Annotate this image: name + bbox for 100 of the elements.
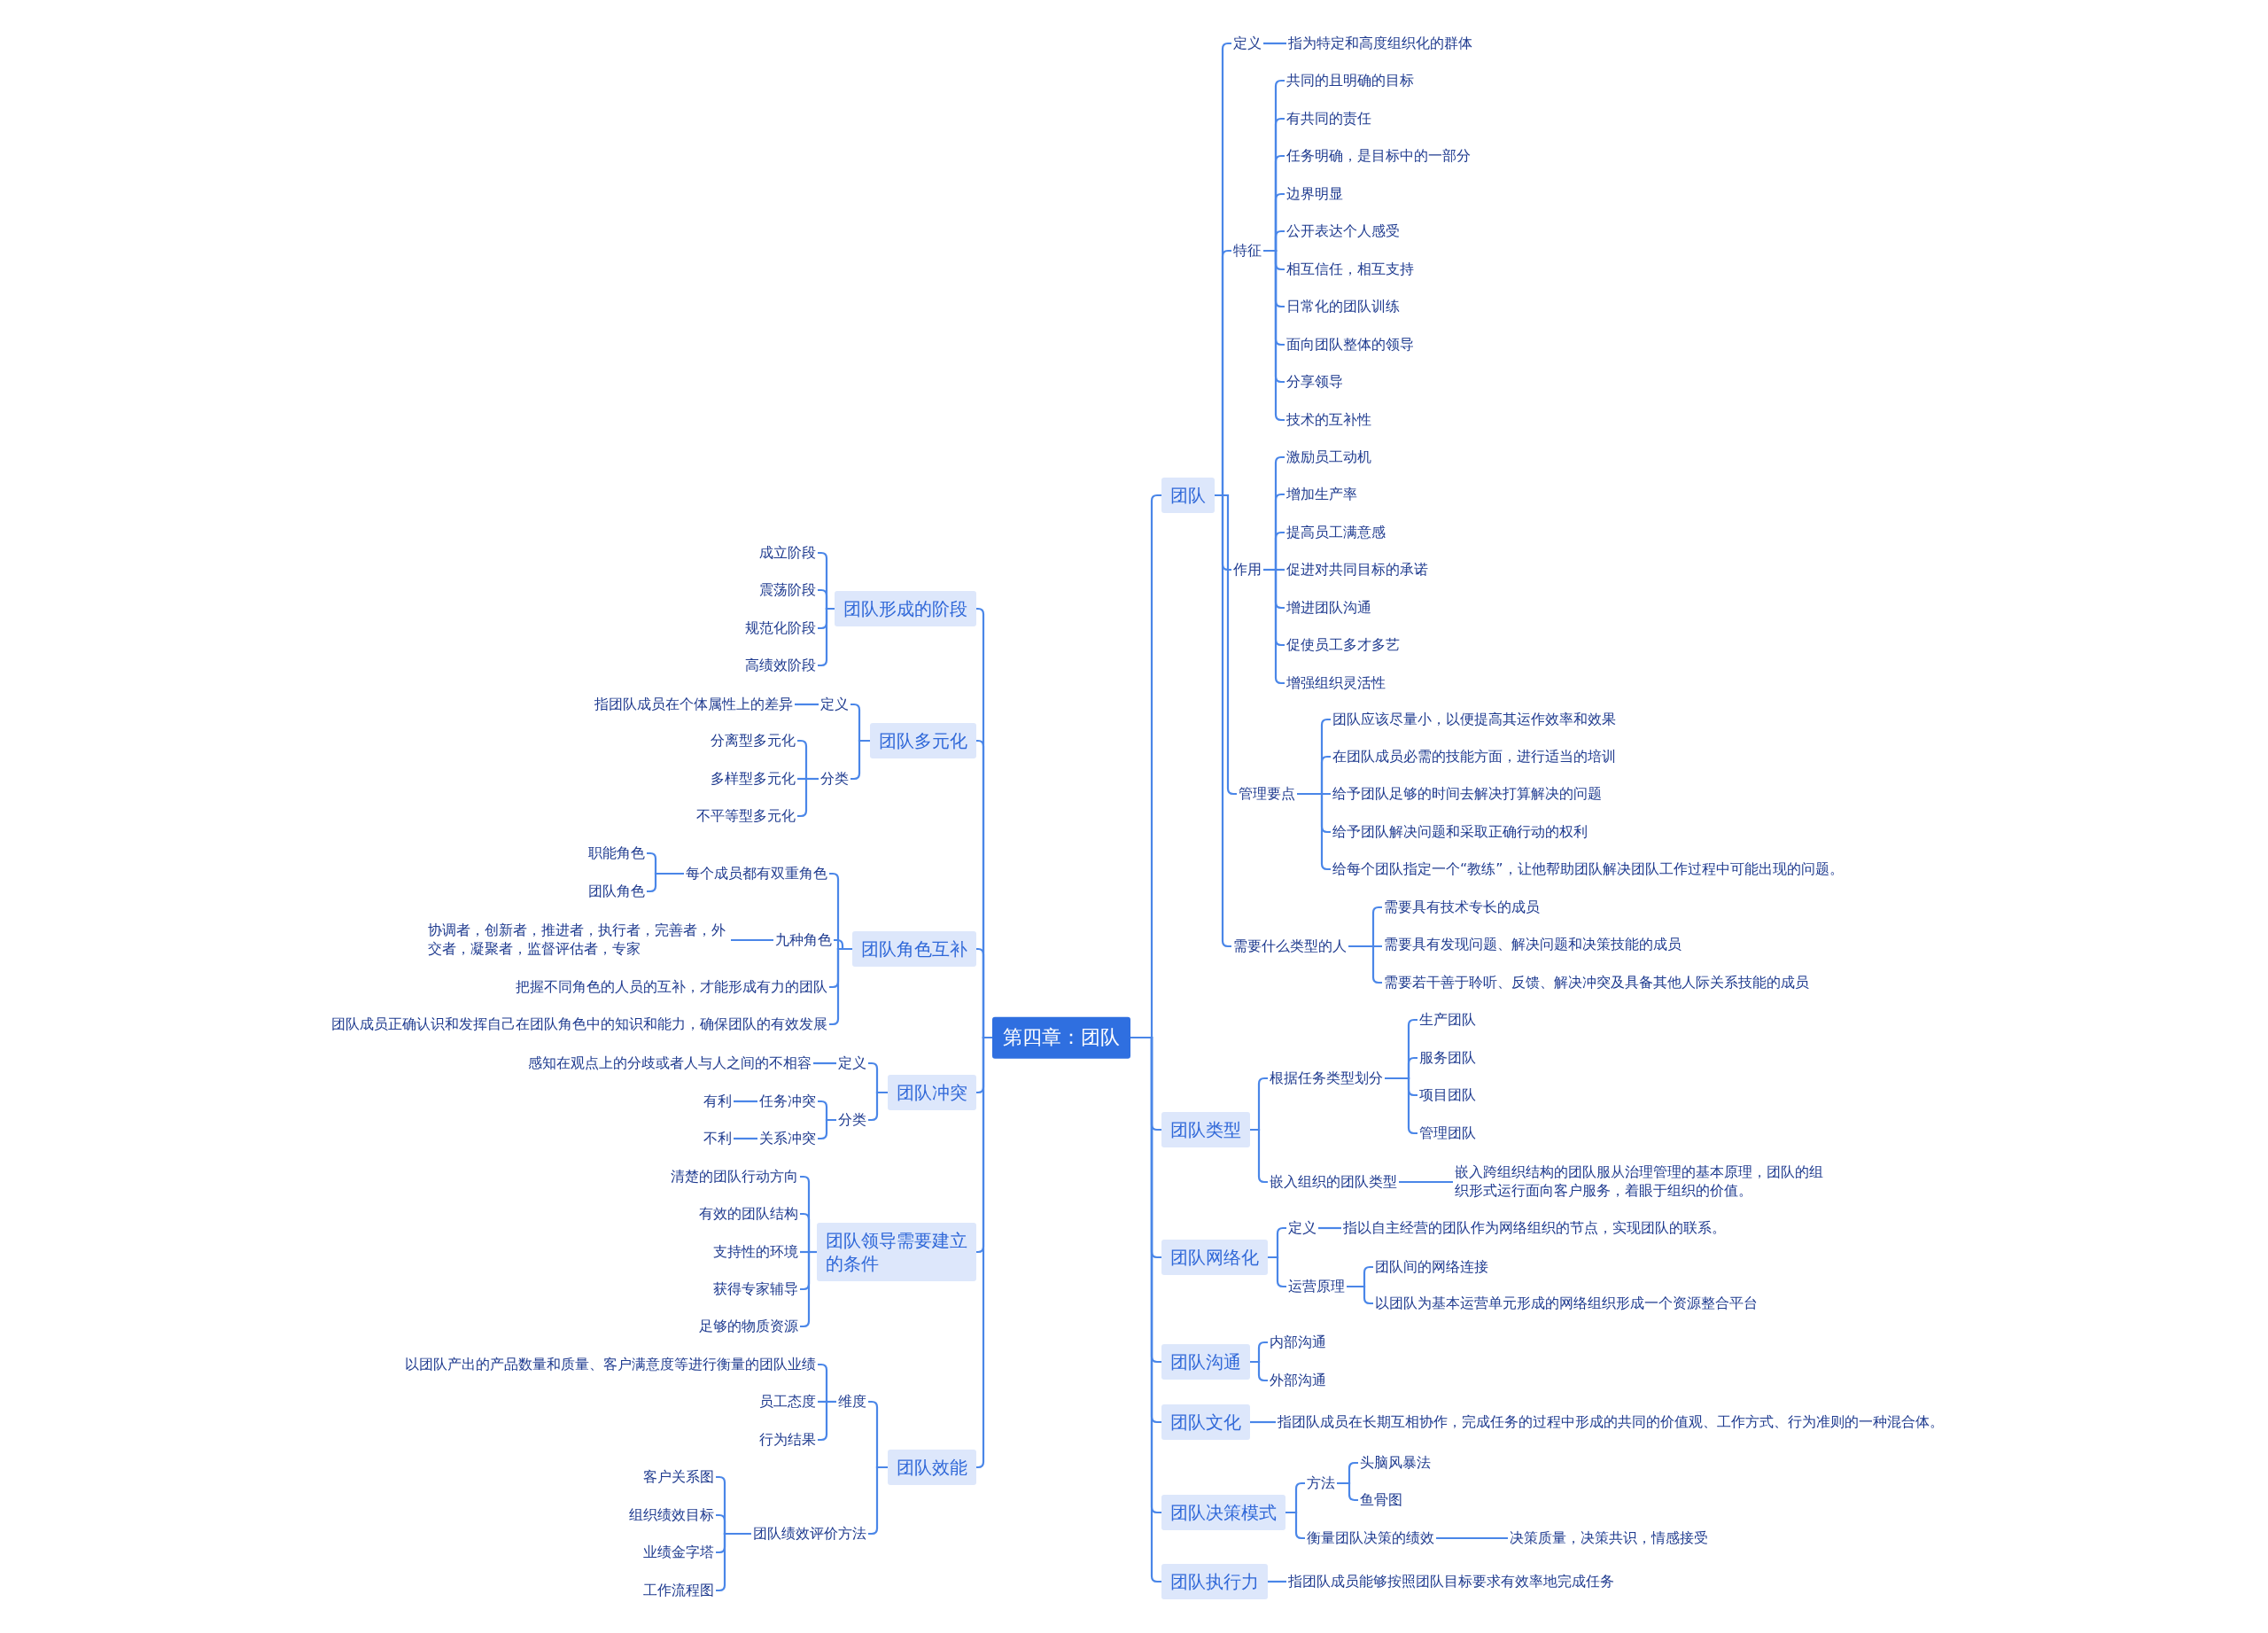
topic-text: 内部沟通	[1268, 1332, 1328, 1353]
topic-text: 嵌入跨组织结构的团队服从治理管理的基本原理，团队的组织形式运行面向客户服务，着眼于组织的价值。	[1453, 1163, 1837, 1201]
connector-line	[734, 1137, 757, 1140]
topic-text: 团队应该尽量小，以便提高其运作效率和效果	[1331, 709, 1618, 730]
connector-line	[818, 1118, 836, 1140]
topic-text: 指团队成员在个体属性上的差异	[593, 694, 795, 715]
central-topic-box: 第四章：团队	[992, 1016, 1130, 1059]
topic-text: 需要什么类型的人	[1231, 936, 1348, 957]
topic-text: 给每个团队指定一个“教练”，让他帮助团队解决团队工作过程中可能出现的问题。	[1331, 859, 1845, 880]
connector-line	[850, 739, 870, 781]
topic-text: 衡量团队决策的绩效	[1305, 1528, 1436, 1549]
topic-text: 头脑风暴法	[1358, 1452, 1433, 1474]
topic-text: 员工态度	[757, 1391, 818, 1412]
connector-line	[868, 1091, 888, 1122]
connector-line	[795, 703, 819, 706]
topic-text: 提高员工满意感	[1285, 522, 1387, 543]
topic-text: 需要具有技术专长的成员	[1382, 897, 1542, 918]
connector-line	[1399, 1180, 1453, 1184]
topic-text: 相互信任，相互支持	[1285, 259, 1416, 280]
topic-text: 团队角色	[586, 881, 647, 902]
connector-line	[818, 607, 835, 667]
topic-text: 行为结果	[757, 1429, 818, 1450]
topic-text: 成立阶段	[757, 542, 818, 564]
topic-text: 定义	[836, 1053, 868, 1074]
connector-line	[1250, 1128, 1268, 1184]
topic-text: 团队成员正确认识和发挥自己在团队角色中的知识和能力，确保团队的有效发展	[330, 1014, 829, 1035]
topic-text: 激励员工动机	[1285, 447, 1373, 468]
connector-line	[1268, 1256, 1286, 1288]
topic-text: 有利	[702, 1091, 734, 1112]
connector-line	[1285, 1511, 1305, 1540]
topic-text: 生产团队	[1418, 1009, 1478, 1030]
topic-text: 任务冲突	[757, 1091, 818, 1112]
topic-text: 运营原理	[1286, 1276, 1347, 1297]
topic-text: 需要具有发现问题、解决问题和决策技能的成员	[1382, 934, 1683, 955]
topic-box: 团队文化	[1161, 1404, 1250, 1440]
topic-box: 团队效能	[888, 1450, 976, 1485]
topic-text: 面向团队整体的领导	[1285, 334, 1416, 355]
topic-text: 业绩金字塔	[641, 1542, 716, 1563]
topic-text: 服务团队	[1418, 1047, 1478, 1069]
topic-box: 团队执行力	[1161, 1564, 1268, 1599]
topic-text: 有效的团队结构	[697, 1203, 800, 1225]
topic-text: 在团队成员必需的技能方面，进行适当的培训	[1331, 746, 1618, 767]
topic-text: 特征	[1231, 240, 1263, 261]
topic-box: 团队角色互补	[852, 931, 976, 967]
topic-text: 给予团队足够的时间去解决打算解决的问题	[1331, 783, 1604, 805]
topic-text: 九种角色	[773, 929, 834, 951]
topic-text: 作用	[1231, 559, 1263, 580]
topic-text: 规范化阶段	[743, 618, 818, 639]
topic-box: 团队决策模式	[1161, 1495, 1285, 1530]
topic-text: 决策质量，决策共识，情感接受	[1508, 1528, 1710, 1549]
connector-line	[1268, 1580, 1286, 1583]
topic-text: 增加生产率	[1285, 484, 1359, 505]
topic-text: 协调者，创新者，推进者，执行者，完善者，外交者，凝聚者，监督评估者，专家	[426, 921, 731, 960]
topic-box: 团队类型	[1161, 1112, 1250, 1147]
topic-text: 需要若干善于聆听、反馈、解决冲突及具备其他人际关系技能的成员	[1382, 972, 1811, 993]
topic-text: 分享领导	[1285, 371, 1345, 393]
topic-text: 指团队成员在长期互相协作，完成任务的过程中形成的共同的价值观、工作方式、行为准则的一种混合体。	[1276, 1411, 1946, 1433]
connector-line	[797, 777, 819, 818]
topic-box: 团队形成的阶段	[835, 591, 976, 626]
topic-text: 有共同的责任	[1285, 108, 1373, 129]
topic-text: 任务明确，是目标中的一部分	[1285, 145, 1472, 167]
topic-text: 管理团队	[1418, 1123, 1478, 1144]
topic-text: 促使员工多才多艺	[1285, 634, 1402, 656]
connector-line	[868, 1466, 888, 1536]
topic-text: 项目团队	[1418, 1085, 1478, 1106]
topic-text: 支持性的环境	[711, 1241, 800, 1263]
topic-text: 震荡阶段	[757, 579, 818, 601]
topic-text: 组织绩效目标	[627, 1505, 716, 1526]
topic-text: 职能角色	[586, 843, 647, 864]
topic-text: 以团队产出的产品数量和质量、客户满意度等进行衡量的团队业绩	[403, 1354, 818, 1375]
topic-text: 给予团队解决问题和采取正确行动的权利	[1331, 821, 1589, 843]
topic-text: 客户关系图	[641, 1466, 716, 1488]
topic-box: 团队冲突	[888, 1075, 976, 1110]
connector-line	[1337, 1481, 1358, 1502]
topic-text: 足够的物质资源	[697, 1316, 800, 1337]
topic-box: 团队领导需要建立的条件	[817, 1223, 976, 1281]
connector-line	[1263, 42, 1286, 45]
connector-line	[734, 1100, 757, 1103]
topic-text: 清楚的团队行动方向	[669, 1166, 800, 1187]
topic-text: 外部沟通	[1268, 1370, 1328, 1391]
topic-text: 定义	[1286, 1217, 1318, 1239]
connector-line	[1297, 792, 1331, 871]
topic-text: 管理要点	[1237, 783, 1297, 805]
topic-text: 多样型多元化	[709, 768, 797, 789]
topic-text: 感知在观点上的分歧或者人与人之间的不相容	[526, 1053, 813, 1074]
topic-box: 团队沟通	[1161, 1344, 1250, 1380]
topic-text: 分类	[836, 1109, 868, 1131]
topic-text: 每个成员都有双重角色	[684, 863, 829, 884]
connector-line	[1385, 1077, 1418, 1135]
connector-line	[1347, 1285, 1373, 1305]
topic-text: 增强组织灵活性	[1285, 673, 1387, 694]
topic-text: 获得专家辅导	[711, 1279, 800, 1300]
topic-box: 团队	[1161, 478, 1215, 513]
connector-line	[716, 1532, 751, 1592]
connector-line	[1348, 945, 1382, 984]
topic-text: 嵌入组织的团队类型	[1268, 1171, 1399, 1193]
topic-text: 以团队为基本运营单元形成的网络组织形成一个资源整合平台	[1373, 1293, 1759, 1314]
connector-line	[1436, 1536, 1508, 1540]
connector-line	[1250, 1420, 1276, 1424]
connector-line	[731, 938, 773, 942]
